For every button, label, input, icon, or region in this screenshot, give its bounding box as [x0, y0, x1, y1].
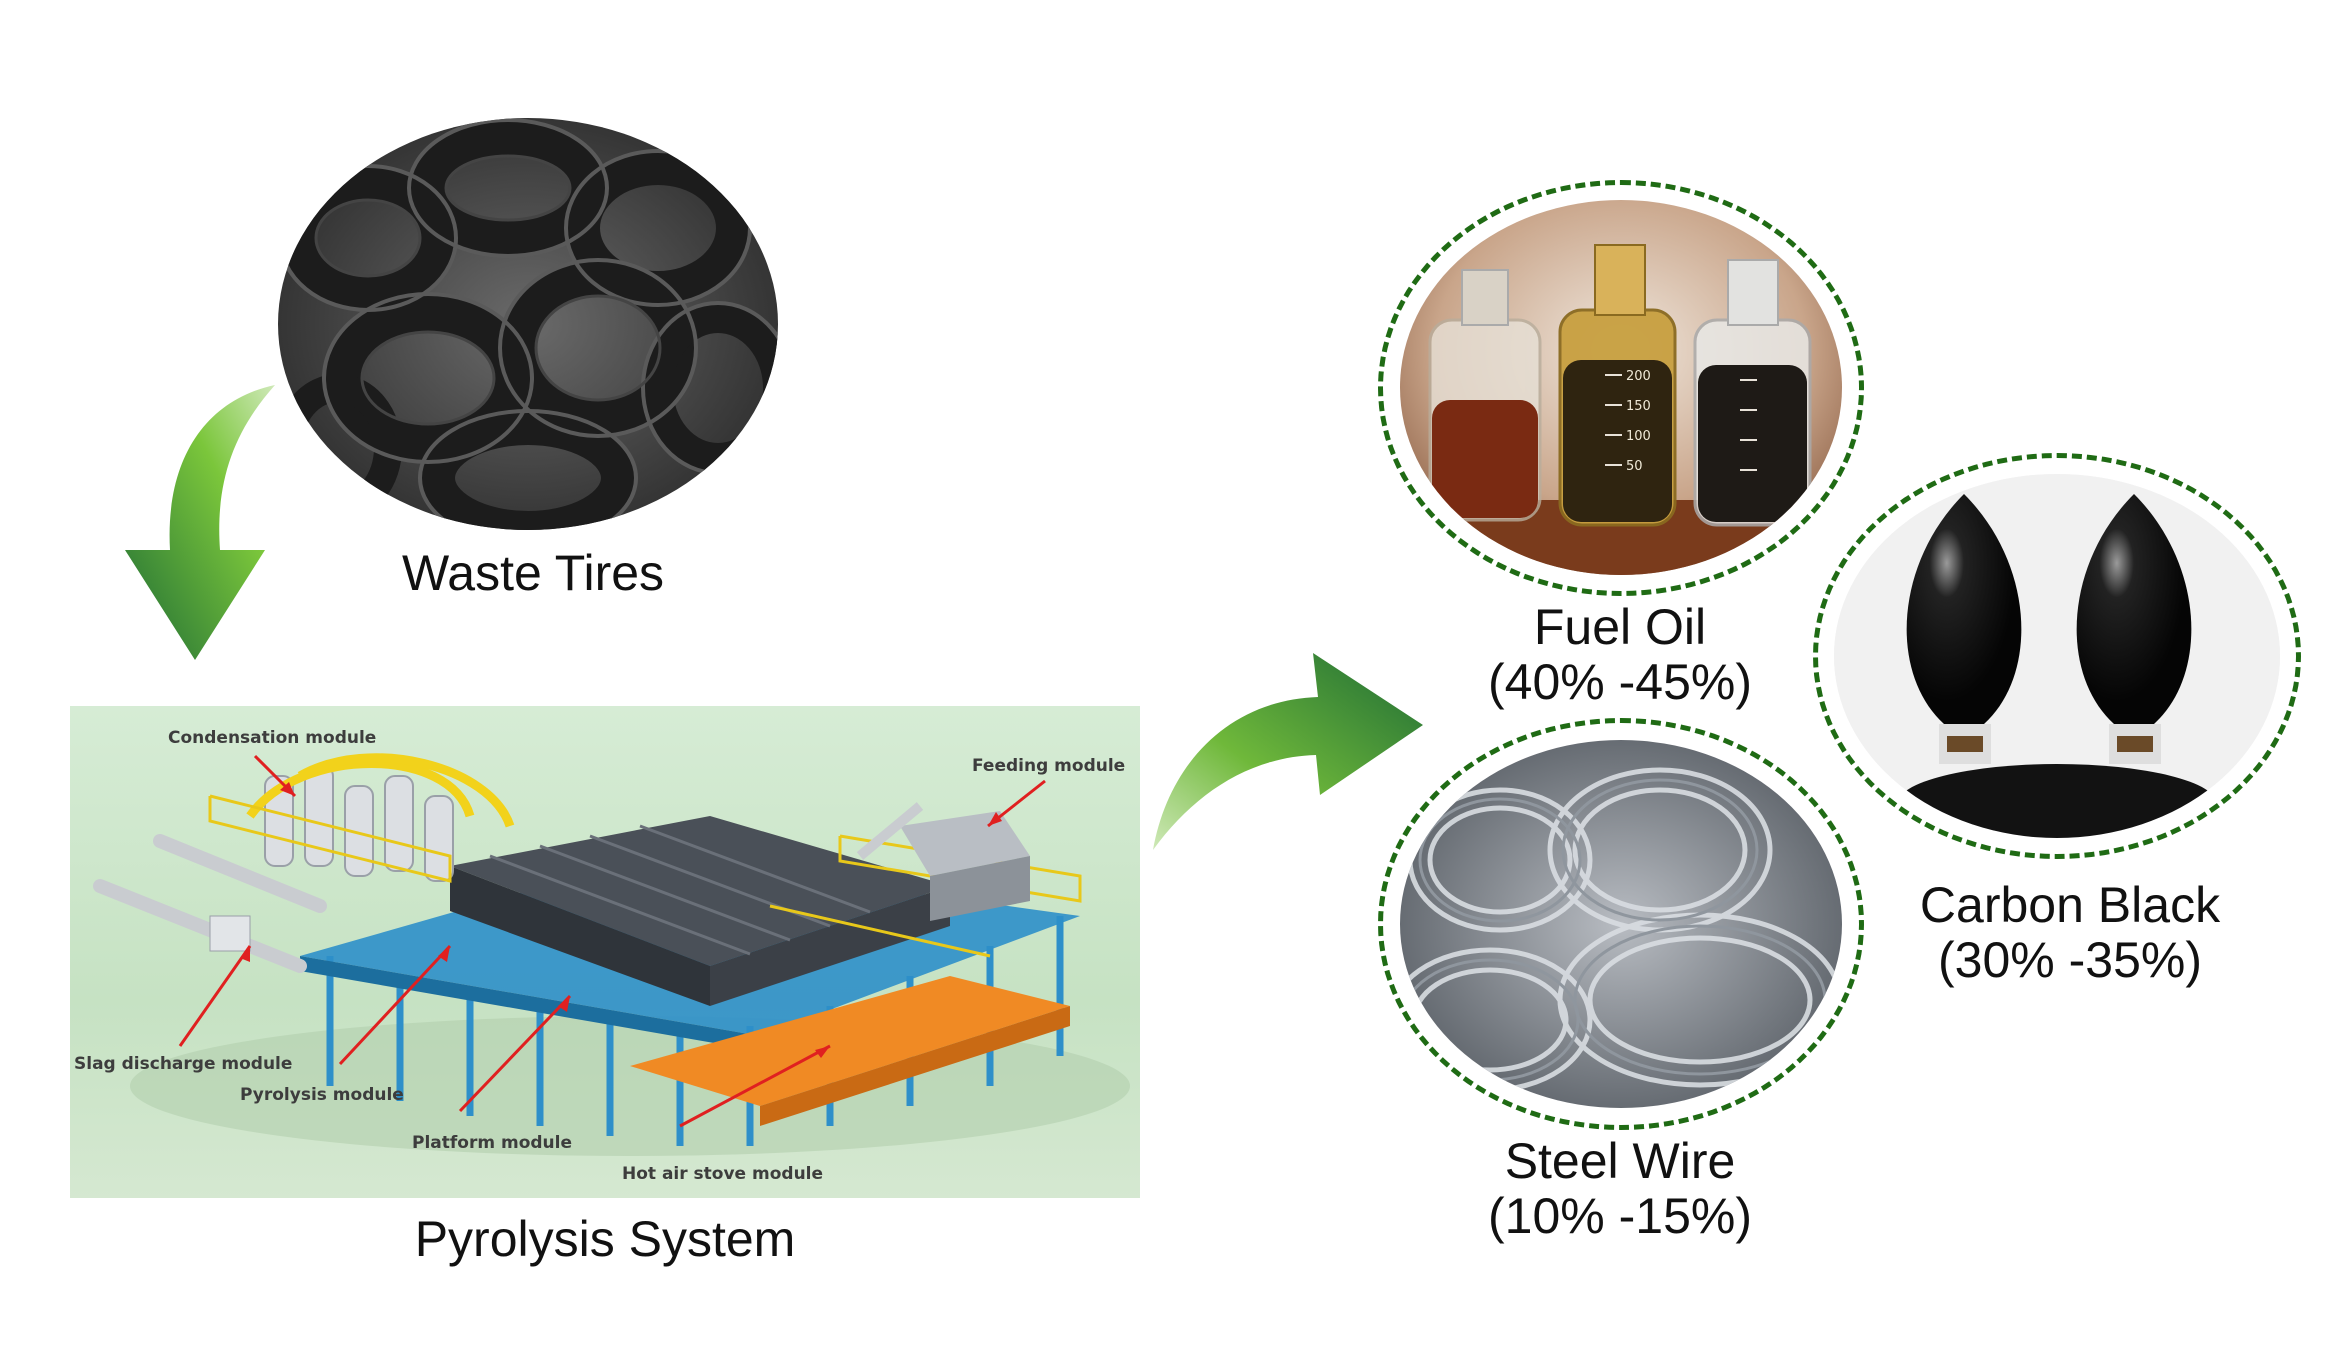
- steel-wire-share: (10% -15%): [1488, 1188, 1752, 1244]
- steel-wire-label: Steel Wire (10% -15%): [1470, 1134, 1770, 1244]
- fuel-oil-share: (40% -45%): [1488, 654, 1752, 710]
- fuel-oil-label: Fuel Oil (40% -45%): [1470, 600, 1770, 710]
- carbon-black-share: (30% -35%): [1938, 932, 2202, 988]
- pyrolysis-system-image: Condensation module Feeding module Slag …: [70, 706, 1140, 1198]
- carbon-black-label: Carbon Black (30% -35%): [1890, 878, 2250, 988]
- steel-wire-name: Steel Wire: [1504, 1133, 1736, 1189]
- slag-discharge-module-label: Slag discharge module: [74, 1054, 293, 1074]
- carbon-black-ring: [1813, 453, 2301, 859]
- waste-tires-image: [278, 118, 778, 530]
- steel-wire-image: [1400, 740, 1842, 1108]
- carbon-black-name: Carbon Black: [1919, 877, 2221, 933]
- waste-tires-label: Waste Tires: [401, 545, 665, 601]
- steel-wire-ring: [1378, 718, 1864, 1130]
- bottle-mark-50: 50: [1626, 459, 1643, 474]
- platform-module-label: Platform module: [412, 1133, 572, 1153]
- pyrolysis-system-label: Pyrolysis System: [414, 1211, 796, 1267]
- bottle-mark-150: 150: [1626, 399, 1651, 414]
- carbon-black-image: [1834, 474, 2280, 838]
- fuel-oil-image: 200 150 100 50: [1400, 200, 1842, 575]
- arrow-right-icon: [1153, 653, 1423, 850]
- bottle-mark-100: 100: [1626, 429, 1651, 444]
- arrow-down-icon: [125, 385, 275, 660]
- fuel-oil-ring: [1378, 180, 1864, 596]
- feeding-module-label: Feeding module: [972, 756, 1126, 776]
- fuel-oil-name: Fuel Oil: [1533, 599, 1707, 655]
- hot-air-stove-module-label: Hot air stove module: [622, 1164, 824, 1184]
- condensation-module-label: Condensation module: [168, 728, 377, 748]
- bottle-mark-200: 200: [1626, 369, 1651, 384]
- pyrolysis-module-label: Pyrolysis module: [240, 1085, 404, 1105]
